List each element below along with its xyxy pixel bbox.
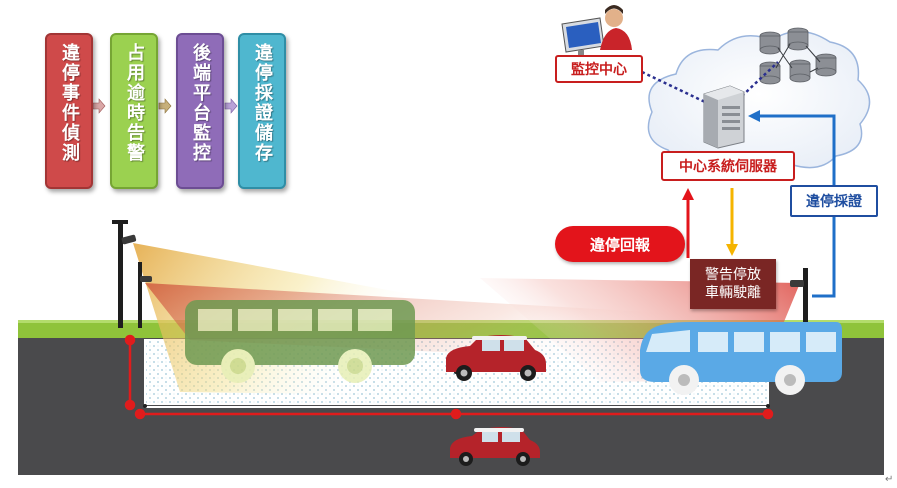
report-up-arrow (682, 188, 694, 258)
flow-step-label: 違停事件偵測 (59, 43, 80, 163)
monitor-center-label: 監控中心 (555, 55, 643, 83)
flow-step-2: 占用逾時告警 (110, 33, 158, 189)
car-parked (446, 335, 546, 381)
flow-step-1: 違停事件偵測 (45, 33, 93, 189)
bus-illegal-parked (185, 300, 415, 383)
camera-icon (790, 268, 808, 348)
server-icon (703, 85, 745, 149)
warn-down-arrow (726, 188, 738, 256)
camera-icon (112, 220, 152, 328)
right-arrow-icon (158, 98, 172, 114)
bus-leaving (640, 322, 842, 395)
right-arrow-icon (224, 98, 238, 114)
database-icon (759, 27, 837, 85)
return-mark: ↵ (885, 474, 894, 485)
violation-report-bubble: 違停回報 (555, 226, 685, 262)
flow-step-3: 後端平台監控 (176, 33, 224, 189)
violation-evidence-label: 違停採證 (790, 185, 878, 217)
car-moving (450, 427, 540, 466)
flow-step-label: 占用逾時告警 (124, 43, 145, 163)
flow-step-label: 後端平台監控 (190, 43, 211, 163)
flow-step-4: 違停採證儲存 (238, 33, 286, 189)
flow-step-label: 違停採證儲存 (252, 43, 273, 163)
central-server-label: 中心系統伺服器 (661, 151, 795, 181)
detection-zone-lines (124, 334, 774, 420)
right-arrow-icon (92, 98, 106, 114)
warn-vehicle-leave-box: 警告停放 車輛駛離 (690, 259, 776, 309)
operator-icon (561, 5, 632, 56)
